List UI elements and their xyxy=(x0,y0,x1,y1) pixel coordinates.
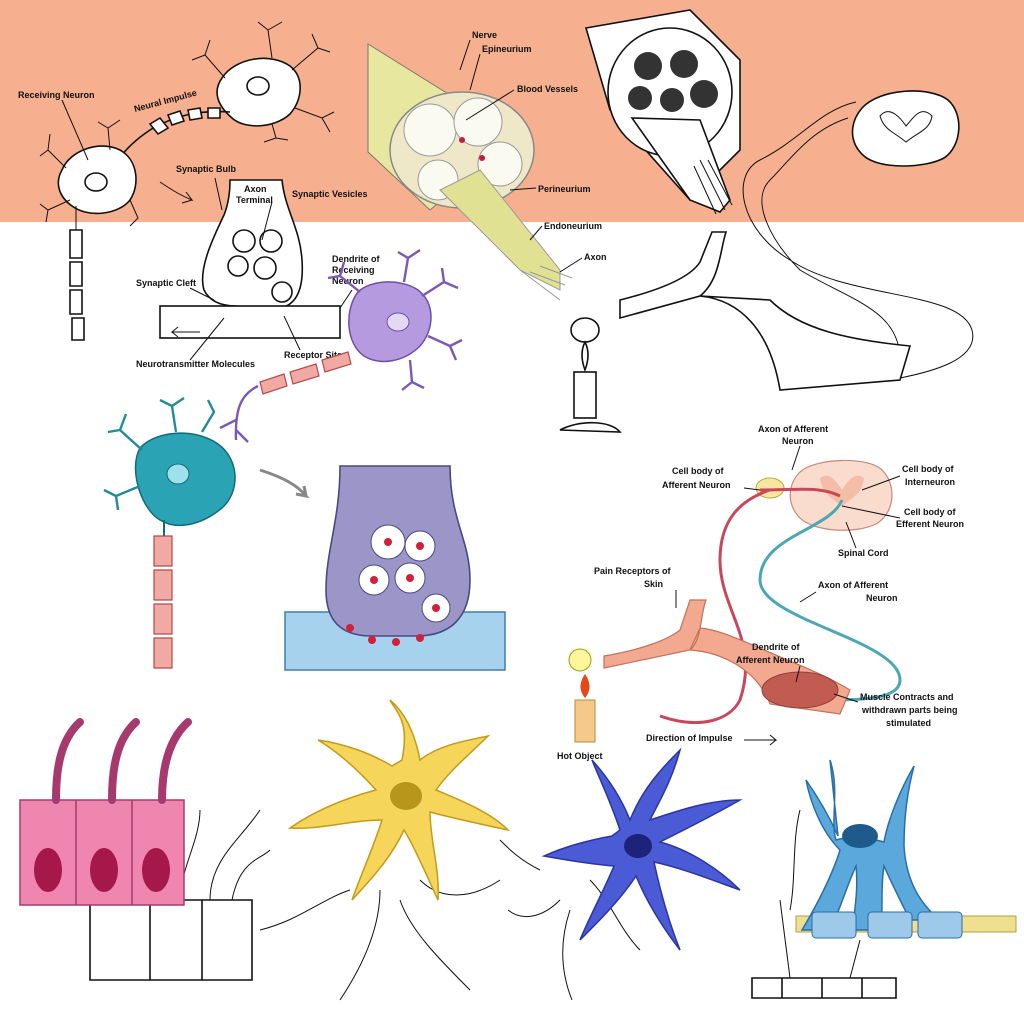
label-receiving-neuron: Receiving Neuron xyxy=(18,90,95,100)
label-synaptic-vesicles: Synaptic Vesicles xyxy=(292,189,368,199)
label-muscle-3: stimulated xyxy=(886,718,931,728)
label-dendrite-receiving-1: Dendrite of xyxy=(332,254,381,264)
impulse-arrow xyxy=(159,181,194,204)
label-pain-receptors-1: Pain Receptors of xyxy=(594,566,672,576)
label-cell-body-afferent-2: Afferent Neuron xyxy=(662,480,731,490)
label-pain-receptors-2: Skin xyxy=(644,579,663,589)
nerve-fascicle xyxy=(439,169,561,291)
label-cell-body-efferent-2: Efferent Neuron xyxy=(896,519,964,529)
label-muscle-2: withdrawn parts being xyxy=(861,705,958,715)
microglia xyxy=(499,747,743,1001)
receiving-neuron-dendrites xyxy=(39,119,139,227)
reflex-nerve-path-outline xyxy=(742,101,974,379)
label-axon: Axon xyxy=(244,184,267,194)
label-perineurium: Perineurium xyxy=(538,184,591,194)
label-dendrite-afferent-1: Dendrite of xyxy=(752,642,801,652)
label-cell-body-afferent-1: Cell body of xyxy=(672,466,725,476)
upper-neuron-axon xyxy=(117,110,231,161)
receiving-neuron-nucleus xyxy=(84,172,108,192)
reflex-arc-outline xyxy=(559,90,974,433)
label-blood-vessels: Blood Vessels xyxy=(517,84,578,94)
colored-neurons xyxy=(103,249,463,669)
label-terminal: Terminal xyxy=(236,195,273,205)
spinal-cord-outline-top xyxy=(851,90,960,167)
label-neurotransmitter-molecules: Neurotransmitter Molecules xyxy=(136,359,255,369)
label-epineurium: Epineurium xyxy=(482,44,532,54)
label-axon-afferent-mid-2: Neuron xyxy=(866,593,898,603)
synapse-outline-diagram: Synaptic Bulb Axon Terminal Synaptic Ves… xyxy=(136,164,381,369)
label-cell-body-efferent-1: Cell body of xyxy=(904,507,957,517)
efferent-path xyxy=(758,499,902,702)
label-nerve: Nerve xyxy=(472,30,497,40)
label-dendrite-receiving-2: Receiving xyxy=(332,265,375,275)
afferent-path xyxy=(659,487,841,724)
label-dendrite-afferent-2: Afferent Neuron xyxy=(736,655,805,665)
label-axon-nerve: Axon xyxy=(584,252,607,262)
label-muscle-1: Muscle Contracts and xyxy=(860,692,954,702)
astrocyte xyxy=(259,699,511,1001)
oligodendrocyte xyxy=(751,759,1017,999)
label-axon-afferent-top-1: Axon of Afferent xyxy=(758,424,828,434)
colored-reflex-arc: Axon of Afferent Neuron Cell body of Aff… xyxy=(557,424,964,761)
upper-neuron-nucleus xyxy=(246,76,270,96)
receiving-neuron-myelin xyxy=(69,229,85,341)
colored-synapse xyxy=(284,465,506,671)
ependymal-cells xyxy=(19,718,271,981)
nerve-cross-section: Nerve Epineurium Blood Vessels Perineuri… xyxy=(367,30,607,301)
receiving-membrane-outline xyxy=(159,305,341,339)
label-direction-of-impulse: Direction of Impulse xyxy=(646,733,733,743)
arm-outline xyxy=(619,231,912,391)
label-spinal-cord: Spinal Cord xyxy=(838,548,889,558)
axon-myelin-segments xyxy=(148,107,221,136)
label-axon-afferent-mid-1: Axon of Afferent xyxy=(818,580,888,590)
label-synaptic-cleft: Synaptic Cleft xyxy=(136,278,196,288)
label-cell-body-interneuron-2: Interneuron xyxy=(905,477,955,487)
nerve-cross-section-outline xyxy=(584,9,741,215)
teal-axon-myelin xyxy=(153,535,173,669)
neuron-pair-diagram: Receiving Neuron Neural Impulse xyxy=(18,21,335,341)
label-axon-afferent-top-2: Neuron xyxy=(782,436,814,446)
upper-neuron-dendrites xyxy=(191,21,335,143)
label-cell-body-interneuron-1: Cell body of xyxy=(902,464,955,474)
label-endoneurium: Endoneurium xyxy=(544,221,602,231)
label-receptor-sites: Receptor Sites xyxy=(284,350,347,360)
label-synaptic-bulb: Synaptic Bulb xyxy=(176,164,237,174)
label-hot-object: Hot Object xyxy=(557,751,603,761)
purple-axon-myelin xyxy=(259,351,352,395)
